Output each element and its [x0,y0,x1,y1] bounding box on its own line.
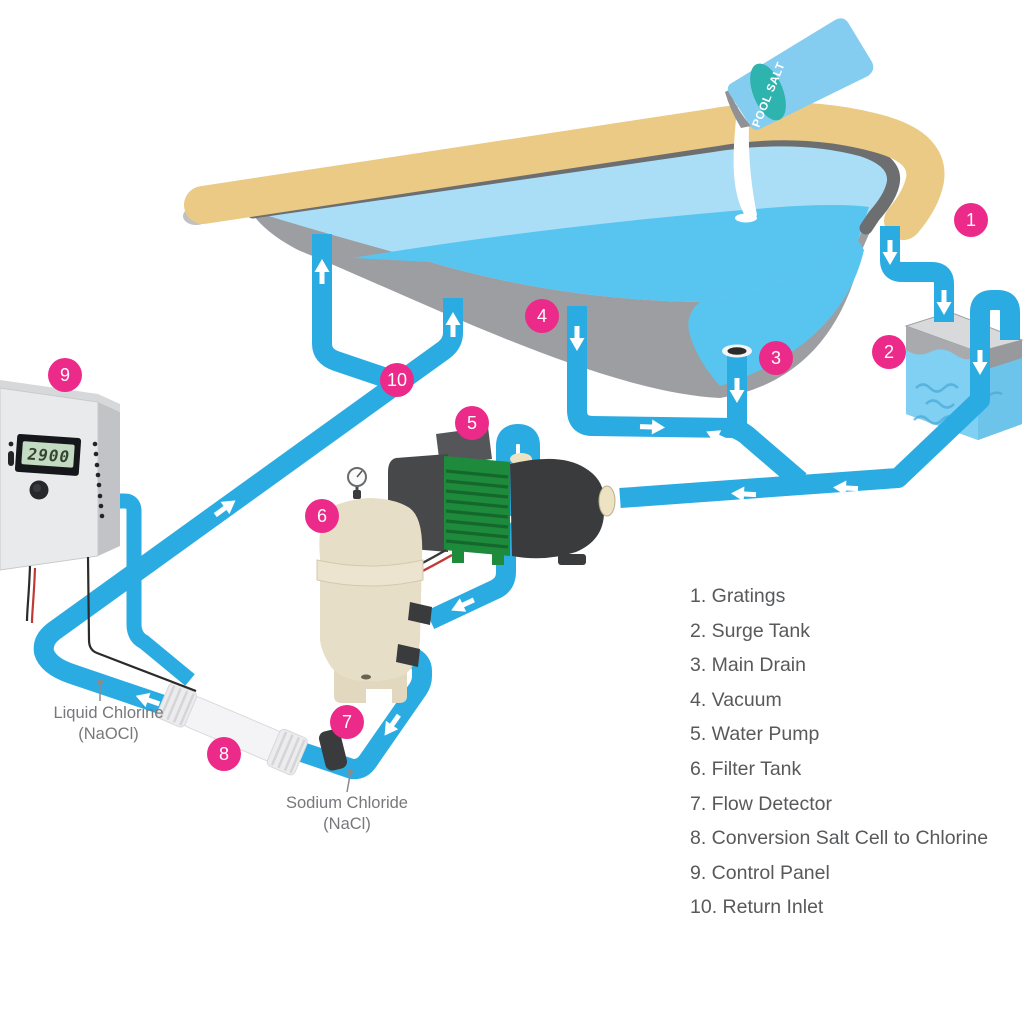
pipe-surge-to-pump [619,290,1020,508]
main-drain [722,344,752,358]
marker-8: 8 [207,737,241,771]
filter-band [316,559,424,587]
arrow [451,597,475,612]
label-sodium-chloride: Sodium Chloride (NaCl) [258,793,436,835]
filter-port-upper [408,602,432,625]
arrow [445,312,461,337]
display-lcd [21,441,75,468]
filter-port-lower [396,644,420,667]
legend-item-vacuum: 4. Vacuum [690,688,782,711]
marker-5: 5 [455,406,489,440]
arrow [731,486,757,502]
pool-water-deep [352,205,869,302]
arrow [135,692,161,708]
arrow [384,713,401,736]
marker-4: 4 [525,299,559,333]
arrow [936,290,952,315]
legend-item-main-drain: 3. Main Drain [690,654,806,677]
salt-cell-ridges [159,685,195,726]
label-liquid-chlorine: Liquid Chlorine (NaOCl) [26,703,191,745]
pump-housing [510,458,604,559]
filter-body [319,498,423,682]
pool [183,102,945,398]
leader-line-sodium-chloride [346,774,351,793]
panel-front [0,387,99,571]
legend-item-water-pump: 5. Water Pump [690,723,820,746]
panel-knob-highlight [33,484,41,492]
panel-led-column [92,441,105,519]
pipe-control-panel [102,493,195,686]
arrow [706,430,730,445]
salt-stream [733,103,757,220]
legend-item-control-panel: 9. Control Panel [690,861,830,884]
marker-3: 3 [759,341,793,375]
marker-1: 1 [954,203,988,237]
salt-bag-label-oval [750,63,786,121]
legend-item-salt-cell: 8. Conversion Salt Cell to Chlorine [690,827,989,850]
salt-bag-mouth-shadow [725,90,751,128]
label-liquid-chlorine-line1: Liquid Chlorine [53,704,164,722]
pipe-junction [730,418,807,489]
salt-cell-ridges [270,731,306,774]
arrow [639,419,665,435]
pump-housing-foot [558,554,586,565]
legend: 1. Gratings 2. Surge Tank 3. Main Drain … [690,579,988,925]
arrow [213,500,236,518]
panel-display: 2900 [14,433,82,476]
leader-dot-liquid-chlorine [97,679,103,685]
arrow [833,480,859,496]
label-sodium-chloride-line1: Sodium Chloride [286,794,408,812]
gauge-base [353,490,361,499]
marker-9: 9 [48,358,82,392]
panel-switch [8,451,14,466]
pump-foot [452,550,464,563]
filter-slot [361,674,371,680]
legend-item-flow-detector: 7. Flow Detector [690,792,832,815]
label-sodium-chloride-line2: (NaCl) [323,815,371,833]
water-pump [388,427,616,586]
arrow [729,378,745,403]
cell-power-wire [86,556,197,693]
gauge-needle [356,470,363,478]
pump-fins [445,469,509,549]
label-liquid-chlorine-line2: (NaOCl) [78,725,139,743]
filter-tank [316,467,432,703]
arrow [314,259,330,284]
pump-inlet-collar [598,485,616,517]
pump-foot [492,554,504,565]
flow-detector [318,729,348,771]
arrow [882,240,898,265]
legend-item-surge-tank: 2. Surge Tank [690,619,810,642]
pipe-vacuum [567,306,735,438]
panel-wire-black [25,565,32,622]
display-value: 2900 [26,445,72,467]
pipe-return-branch [312,234,402,392]
marker-7: 7 [330,705,364,739]
salt-pour: POOL SALT [725,18,874,223]
pipe-gratings [880,226,954,322]
arrow [569,326,585,351]
control-panel: 2900 [0,380,197,693]
legend-item-gratings: 1. Gratings [690,585,786,607]
legend-item-return-inlet: 10. Return Inlet [690,896,824,919]
marker-2: 2 [872,335,906,369]
leader-lines [97,679,353,793]
salt-cell [156,682,308,776]
legend-item-filter-tank: 6. Filter Tank [690,757,802,780]
marker-10: 10 [380,363,414,397]
panel-side [98,402,120,556]
salt-splash [735,213,757,223]
leader-dot-sodium-chloride [347,769,353,775]
panel-indicator-dot [8,441,14,447]
arrow [972,350,988,375]
pipe-pump-to-filter [425,424,540,630]
panel-top-edge [0,380,120,412]
marker-6: 6 [305,499,339,533]
panel-wire-red [30,567,37,624]
